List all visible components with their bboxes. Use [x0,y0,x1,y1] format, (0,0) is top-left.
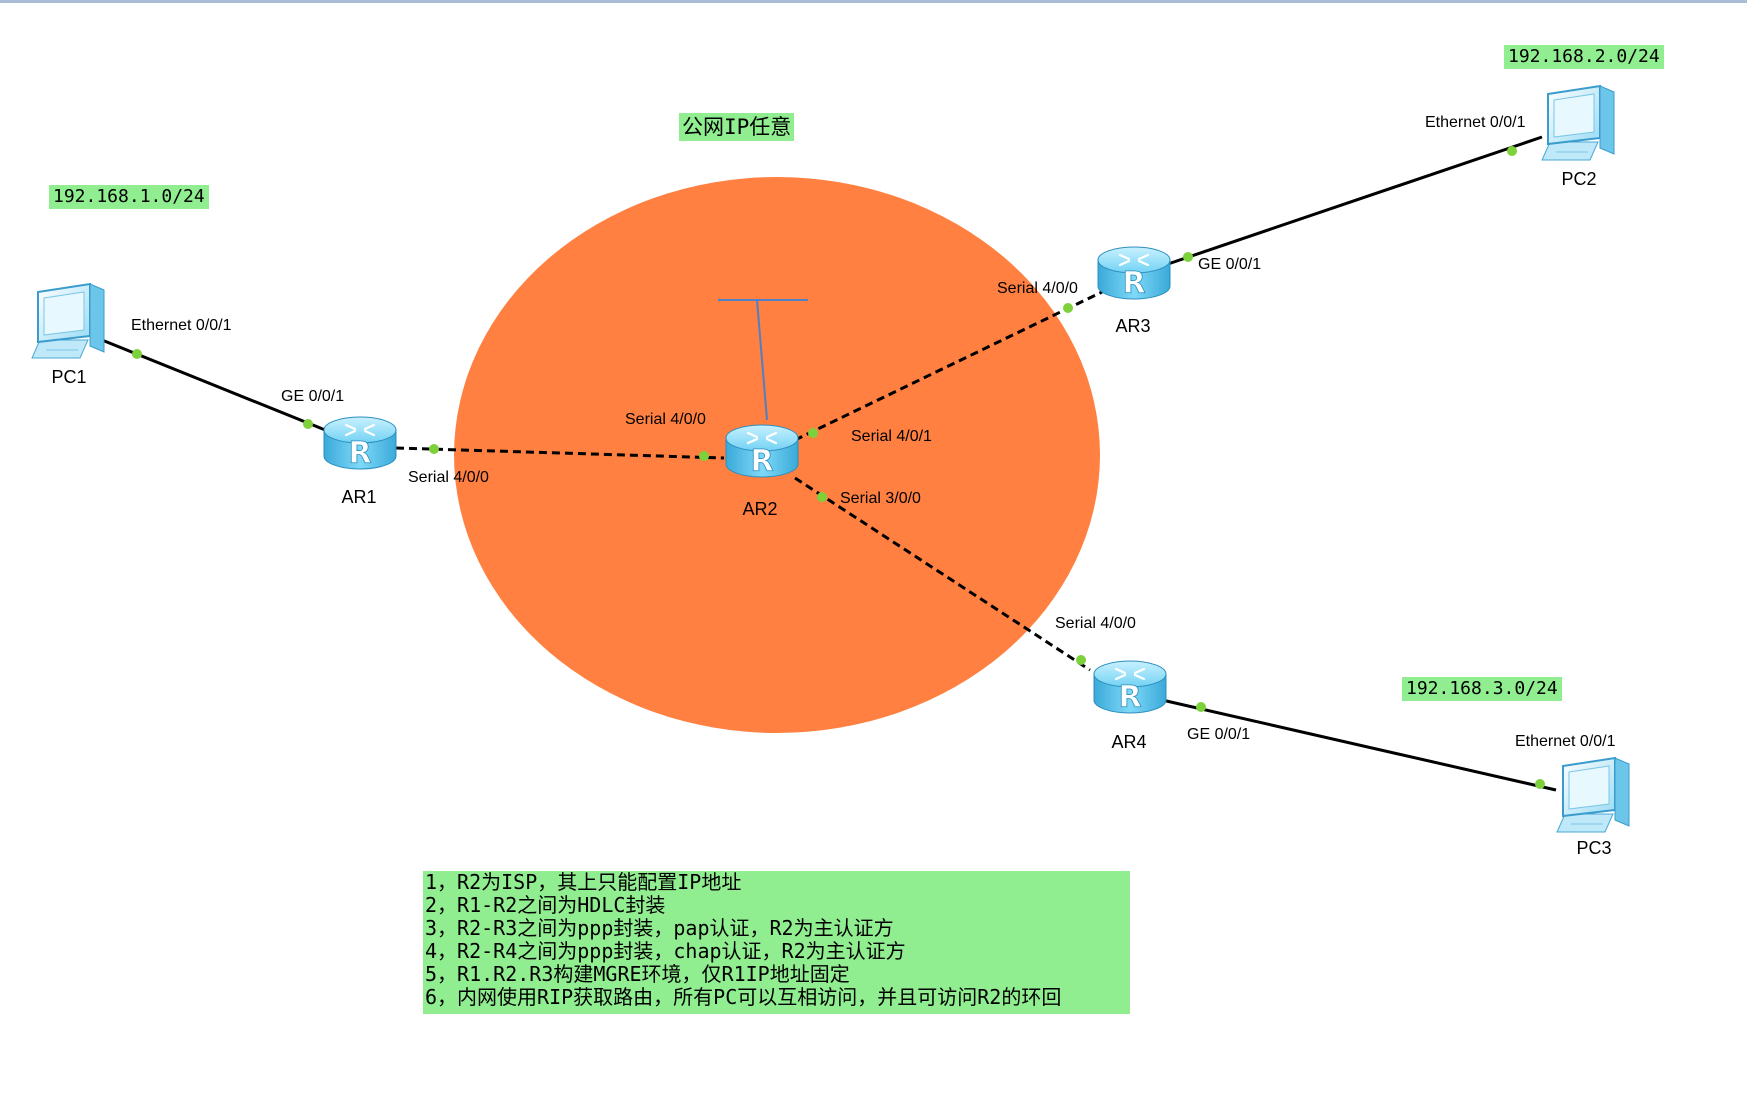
loopback-marker [718,299,808,421]
link-ar2-ar4 [794,476,1091,672]
port-dot [1183,252,1193,262]
ar1-label: AR1 [341,487,376,507]
port-dot [1063,303,1073,313]
port-dot [1196,702,1206,712]
ar1-serial-label: Serial 4/0/0 [408,469,489,486]
subnet-1-tag: 192.168.1.0/24 [49,185,209,209]
port-dot [699,451,709,461]
window-top-border [0,0,1747,3]
pc1-label: PC1 [51,367,86,387]
port-dot [303,419,313,429]
port-dot [429,444,439,454]
requirement-line: 4，R2-R4之间为ppp封装，chap认证，R2为主认证方 [425,940,906,963]
pc2-icon[interactable] [1541,85,1615,161]
pc2-eth-label: Ethernet 0/0/1 [1425,114,1526,131]
port-dots [132,146,1545,789]
port-dot [817,492,827,502]
subnet-2-tag: 192.168.2.0/24 [1504,45,1664,69]
ar2-label: AR2 [742,499,777,519]
pc3-label: PC3 [1576,838,1611,858]
subnet-3-tag: 192.168.3.0/24 [1402,677,1562,701]
pc1-icon[interactable] [31,283,105,359]
ar2-serial-400-label: Serial 4/0/0 [625,411,706,428]
link-ar1-ar2 [395,446,725,460]
ar4-label: AR4 [1111,732,1146,752]
ar3-ge-label: GE 0/0/1 [1198,256,1261,273]
requirement-line: 2，R1-R2之间为HDLC封装 [425,894,666,917]
link-ar3-pc2 [1164,135,1543,267]
router-ar4-icon[interactable] [1092,659,1168,717]
pc3-icon[interactable] [1556,757,1630,833]
link-ar4-pc3 [1161,698,1557,792]
port-dot [132,349,142,359]
router-ar3-icon[interactable] [1096,245,1172,303]
requirement-line: 3，R2-R3之间为ppp封装，pap认证，R2为主认证方 [425,917,894,940]
link-ar2-ar3 [794,290,1103,442]
pc2-label: PC2 [1561,169,1596,189]
pc1-eth-label: Ethernet 0/0/1 [131,317,232,334]
ar1-ge-label: GE 0/0/1 [281,388,344,405]
router-ar2-icon[interactable] [724,423,800,481]
ar2-serial-300-label: Serial 3/0/0 [840,490,921,507]
pc3-eth-label: Ethernet 0/0/1 [1515,733,1616,750]
requirement-line: 6，内网使用RIP获取路由，所有PC可以互相访问，并且可访问R2的环回 [425,986,1062,1009]
port-dot [1507,146,1517,156]
ar3-serial-label: Serial 4/0/0 [997,280,1078,297]
ar4-serial-label: Serial 4/0/0 [1055,615,1136,632]
ar3-label: AR3 [1115,316,1150,336]
ar2-serial-401-label: Serial 4/0/1 [851,428,932,445]
requirement-line: 1，R2为ISP，其上只能配置IP地址 [425,871,742,894]
port-dot [1535,779,1545,789]
requirements-note: 1，R2为ISP，其上只能配置IP地址 2，R1-R2之间为HDLC封装 3，R… [423,871,1130,1014]
router-ar1-icon[interactable] [322,415,398,473]
public-ip-tag: 公网IP任意 [679,113,795,141]
port-dot [1076,655,1086,665]
requirement-line: 5，R1.R2.R3构建MGRE环境，仅R1IP地址固定 [425,963,850,986]
ar4-ge-label: GE 0/0/1 [1187,726,1250,743]
port-dot [808,428,818,438]
